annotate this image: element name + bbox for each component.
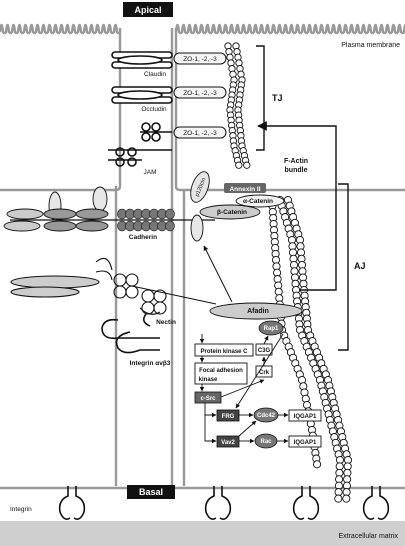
jam-protein <box>108 122 172 167</box>
iqgap1-box-b <box>288 435 322 448</box>
vav2-label: Vav2 <box>221 440 235 446</box>
apical-box <box>123 2 173 17</box>
microvilli-left <box>0 23 121 35</box>
c3g-label: C3G <box>258 348 271 354</box>
frg-label: FRG <box>222 414 235 420</box>
tj-bracket <box>256 45 265 151</box>
feedback-arrow <box>257 121 337 291</box>
iqgap1-label-a: IQGAP1 <box>294 414 317 420</box>
extracellular-matrix-band <box>0 521 405 546</box>
claudin-protein <box>111 51 173 69</box>
fak-label-line1: Focal adhesion <box>199 368 243 374</box>
aj-label: AJ <box>354 261 366 271</box>
rap1-label: Rap1 <box>264 326 279 332</box>
lower-catenin <box>190 214 204 242</box>
c-src-label: c-Src <box>200 396 216 402</box>
zo-label-claudin: ZO-1, -2, -3 <box>183 56 217 63</box>
basal-label: Basal <box>139 487 163 497</box>
beta-catenin <box>199 204 261 220</box>
extracellular-matrix-label: Extracellular matrix <box>338 533 398 540</box>
signaling-pathway: Rap1 Protein kinase C Focal adhesion kin… <box>194 320 322 449</box>
pkc-box <box>194 343 254 357</box>
arrow-afadin-to-catenin <box>203 245 233 303</box>
zo-label-jam: ZO-1, -2, -3 <box>183 130 217 137</box>
rap1-node <box>258 320 284 336</box>
vav2-box <box>216 435 240 448</box>
microvilli-right <box>174 23 405 35</box>
nectin-label: Nectin <box>156 319 176 326</box>
aj-bracket <box>338 183 349 351</box>
iqgap1-box-a <box>288 409 322 422</box>
cdc42-label: Cdc42 <box>257 413 276 419</box>
f-actin-label-line2: bundle <box>285 167 308 174</box>
plasma-membrane-label: Plasma membrane <box>341 42 400 49</box>
cadherin-complex <box>3 186 215 232</box>
p120-catenin <box>190 171 210 203</box>
f-actin-label-line1: F-Actin <box>284 158 308 165</box>
annexin-ii-box <box>224 183 266 193</box>
pkc-label: Protein kinase C <box>200 349 248 355</box>
claudin-label: Claudin <box>144 71 166 78</box>
pathway-arrows <box>199 333 289 444</box>
rac-label: Rac <box>260 439 272 445</box>
crk-label: Crk <box>259 370 270 376</box>
jam-label: JAM <box>144 169 157 176</box>
fak-box <box>194 362 248 385</box>
integrins-basal <box>58 486 390 520</box>
apical-label: Apical <box>134 5 161 15</box>
c-src-box <box>194 391 222 404</box>
afadin-label: Afadin <box>247 308 269 315</box>
occludin-protein <box>111 86 173 104</box>
cadherin-label: Cadherin <box>129 234 157 241</box>
zo-proteins <box>173 52 227 139</box>
iqgap1-label-b: IQGAP1 <box>294 440 317 446</box>
beta-catenin-label: β-Catenin <box>217 209 247 216</box>
basal-box <box>127 485 175 499</box>
cadherin-repeats <box>117 208 175 232</box>
f-actin-filaments <box>224 42 353 503</box>
annexin-ii-label: Annexin II <box>229 186 260 193</box>
occludin-label: Occludin <box>141 106 167 113</box>
tj-label: TJ <box>272 93 283 103</box>
nectin-protein <box>10 257 217 315</box>
integrin-label: Integrin <box>10 506 32 513</box>
integrin-avb3-label: Integrin αvβ3 <box>130 360 171 367</box>
afadin <box>209 302 303 320</box>
zo-label-occludin: ZO-1, -2, -3 <box>183 90 217 97</box>
integrin-avb3-protein <box>101 313 160 354</box>
alpha-catenin <box>235 194 285 208</box>
alpha-catenin-label: α-Catenin <box>243 198 273 205</box>
frg-box <box>216 409 240 422</box>
fak-label-line2: kinase <box>199 377 218 383</box>
